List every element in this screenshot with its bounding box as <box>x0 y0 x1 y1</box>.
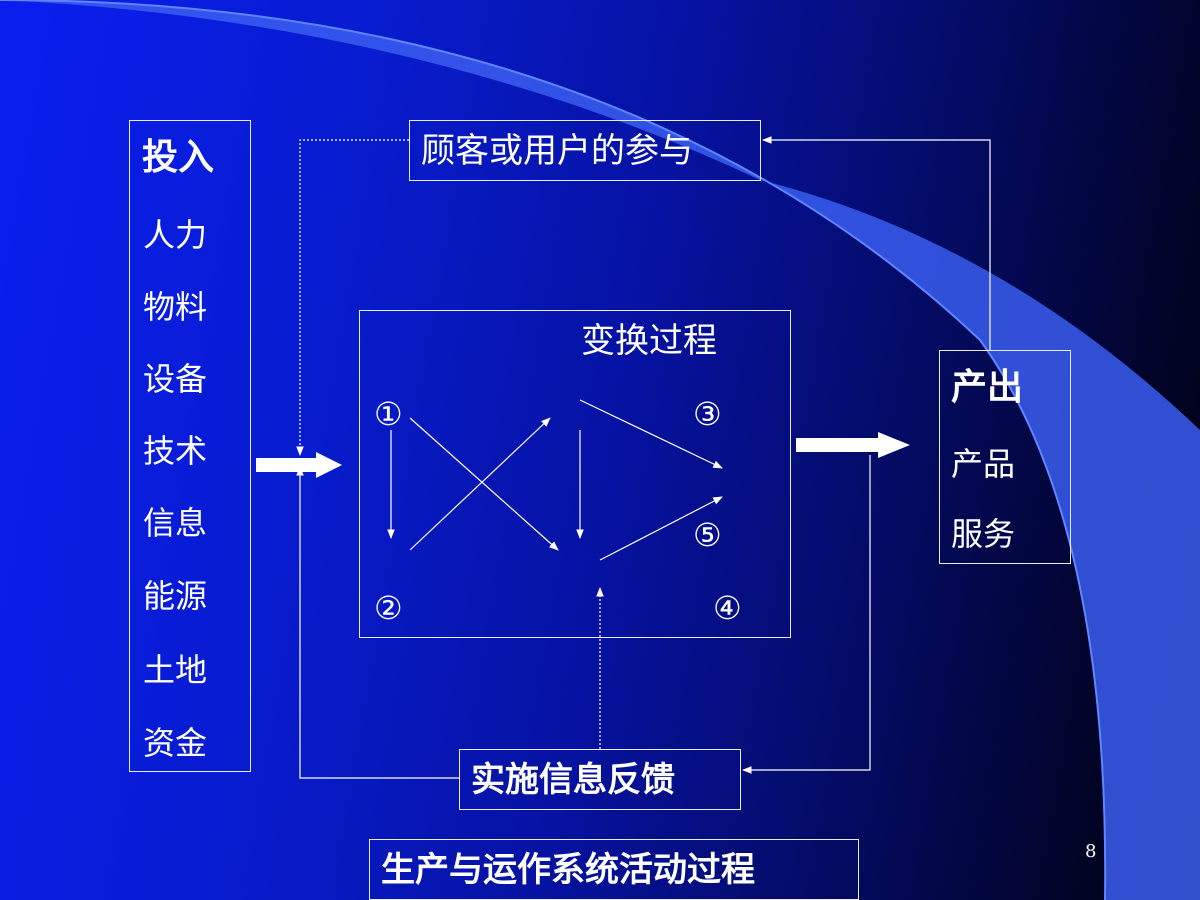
customer-participation-label: 顾客或用户的参与 <box>421 131 693 171</box>
output-item: 产品 <box>951 445 1016 483</box>
node-1: ① <box>374 395 403 433</box>
diagram-caption: 生产与运作系统活动过程 <box>381 850 755 890</box>
input-item: 信息 <box>143 504 208 542</box>
node-2: ② <box>374 589 403 627</box>
page-number: 8 <box>1085 841 1097 862</box>
input-box <box>129 120 251 772</box>
node-4: ④ <box>713 589 742 627</box>
customer-participation-box <box>409 120 761 181</box>
input-item: 人力 <box>143 216 208 254</box>
output-to-feedback-line <box>742 455 871 774</box>
output-to-customer-line <box>762 136 991 350</box>
arrow-to-3 <box>579 399 723 469</box>
customer-to-input-line <box>296 139 409 456</box>
input-item: 设备 <box>143 360 208 398</box>
arrow-1-to-4 <box>409 417 559 551</box>
output-item: 服务 <box>951 515 1016 553</box>
node-5: ⑤ <box>693 516 722 554</box>
output-box <box>939 350 1071 564</box>
output-arrow <box>796 432 910 458</box>
input-item: 物料 <box>143 288 208 326</box>
arrow-2-to-3 <box>409 417 551 551</box>
feedback-box <box>459 749 741 810</box>
input-title: 投入 <box>142 137 215 178</box>
feedback-to-input-line <box>296 466 459 779</box>
input-item: 技术 <box>143 432 208 470</box>
feedback-label: 实施信息反馈 <box>471 760 675 800</box>
input-arrow <box>256 452 342 478</box>
input-item: 能源 <box>143 577 208 615</box>
node-3: ③ <box>693 395 722 433</box>
output-title: 产出 <box>951 367 1024 408</box>
input-item: 土地 <box>143 651 208 689</box>
transformation-process-box <box>359 310 791 638</box>
input-item: 资金 <box>143 724 208 762</box>
arrow-to-5 <box>599 496 723 561</box>
transformation-title: 变换过程 <box>581 321 717 361</box>
